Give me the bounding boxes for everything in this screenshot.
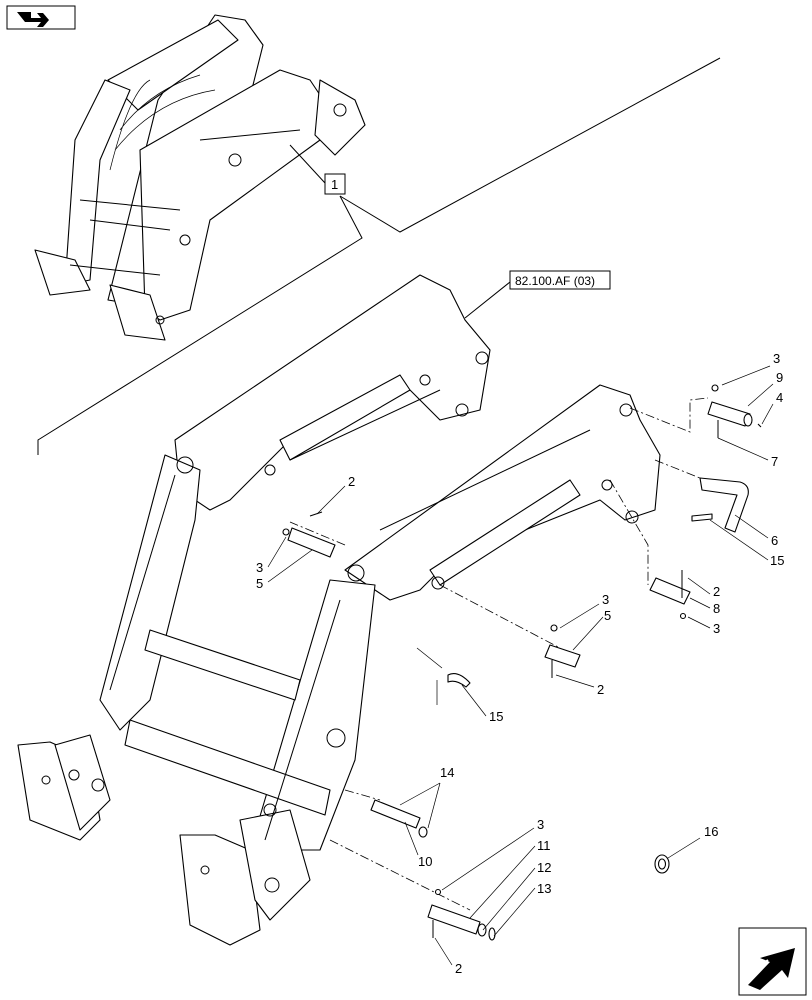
callout-2: 2: [597, 682, 604, 697]
callout-14: 14: [440, 765, 454, 780]
alignment-lines: [289, 397, 709, 911]
callout-3: 3: [256, 560, 263, 575]
callout-2: 2: [713, 584, 720, 599]
callout-9: 9: [776, 370, 783, 385]
callout-8: 8: [713, 601, 720, 616]
assembly-label: 1: [331, 177, 338, 192]
leader-lines: [267, 365, 774, 966]
assembly-label-box: [324, 173, 346, 195]
callout-3: 3: [713, 621, 720, 636]
callout-5: 5: [256, 576, 263, 591]
callout-11: 11: [537, 838, 551, 853]
callout-6: 6: [771, 533, 778, 548]
callout-2: 2: [348, 474, 355, 489]
assembly-nav-icon[interactable]: [6, 5, 76, 30]
loader-frame: [17, 274, 661, 946]
callout-3: 3: [537, 817, 544, 832]
callout-3: 3: [602, 592, 609, 607]
callout-4: 4: [776, 390, 783, 405]
callout-12: 12: [537, 860, 551, 875]
callout-10: 10: [418, 854, 432, 869]
loader-overview: [34, 14, 366, 341]
reference-label[interactable]: 82.100.AF (03): [515, 274, 595, 288]
next-page-arrow-icon[interactable]: [738, 927, 807, 996]
reference-box[interactable]: [509, 270, 611, 290]
callout-13: 13: [537, 881, 551, 896]
callout-labels: 3 9 4 7 6 15 2 8 3 2 3 5 3 5 2 15 14 10 …: [256, 351, 784, 976]
callout-2: 2: [455, 961, 462, 976]
callout-15: 15: [770, 553, 784, 568]
callout-3: 3: [773, 351, 780, 366]
parts: [282, 384, 762, 941]
callout-5: 5: [604, 608, 611, 623]
callout-7: 7: [771, 454, 778, 469]
callout-16: 16: [704, 824, 718, 839]
callout-15: 15: [489, 709, 503, 724]
